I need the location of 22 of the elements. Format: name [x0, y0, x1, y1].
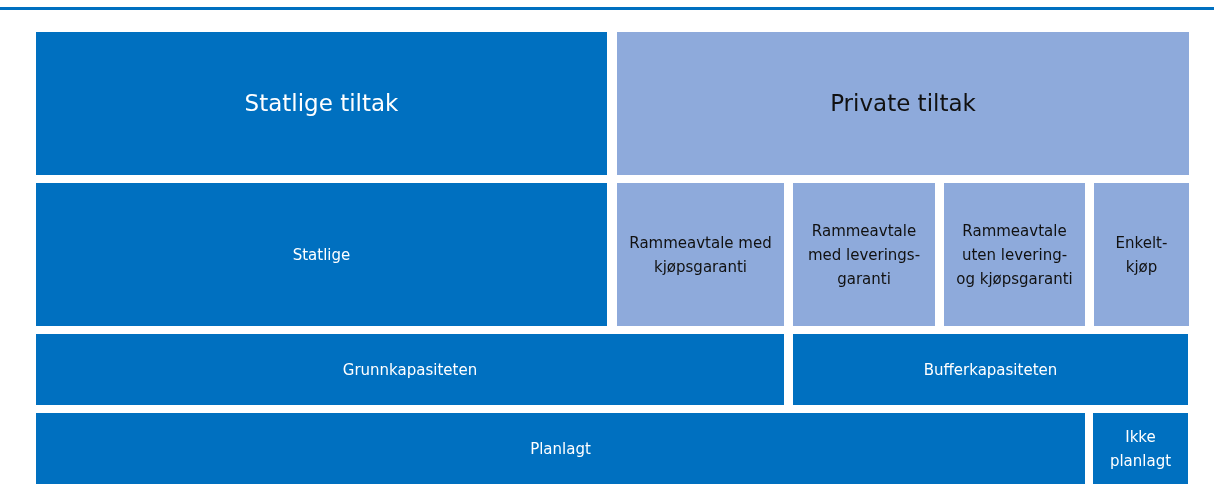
category-box	[36, 334, 784, 405]
box-label: Private tiltak	[830, 89, 976, 119]
box-label: Ikke planlagt	[1108, 426, 1173, 472]
category-box	[617, 183, 784, 326]
category-box	[793, 183, 935, 326]
category-box	[1093, 413, 1188, 484]
category-box	[1094, 183, 1189, 326]
box-label: Statlige	[292, 244, 351, 266]
box-label: Grunnkapasiteten	[342, 359, 478, 381]
category-box	[36, 32, 607, 175]
category-box	[944, 183, 1085, 326]
box-label: Rammeavtale med leverings-garanti	[806, 220, 922, 290]
category-box	[793, 334, 1188, 405]
category-box	[36, 413, 1085, 484]
box-label: Bufferkapasiteten	[923, 359, 1058, 381]
category-box	[36, 183, 607, 326]
box-label: Rammeavtale uten levering- og kjøpsgaranti	[955, 220, 1074, 290]
category-box	[617, 32, 1189, 175]
box-label: Rammeavtale med kjøpsgaranti	[628, 232, 773, 278]
box-label: Enkelt-kjøp	[1114, 232, 1169, 278]
box-label: Statlige tiltak	[244, 89, 399, 119]
box-label: Planlagt	[530, 438, 591, 460]
